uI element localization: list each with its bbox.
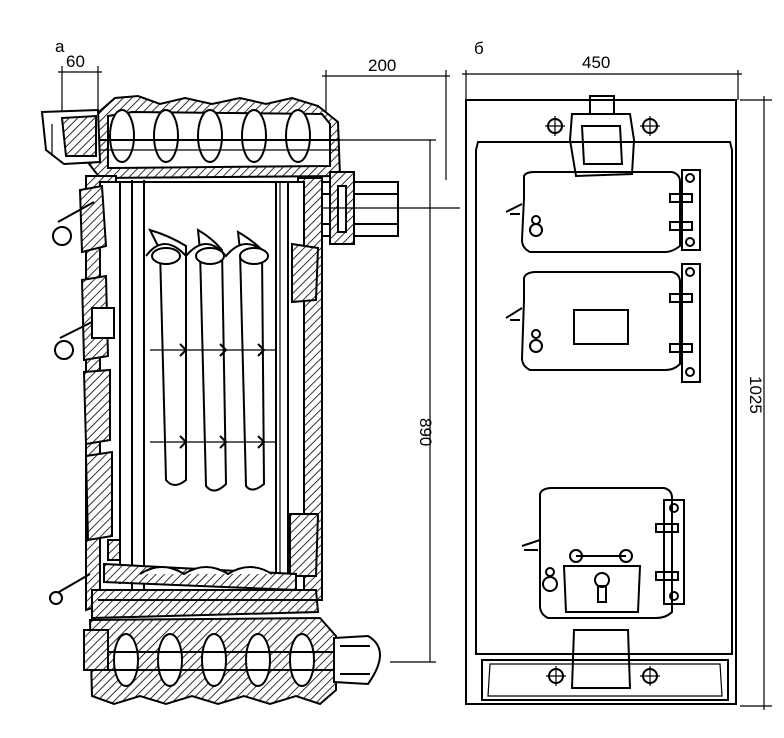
dimension-890: 890 [332, 139, 436, 663]
dim-890-label: 890 [416, 418, 435, 446]
draft-damper [562, 565, 642, 613]
front-inner-panel [475, 141, 733, 655]
dim-450-label: 450 [582, 53, 610, 72]
view-b-front: б 450 1025 [462, 39, 772, 710]
dim-200-label: 200 [368, 56, 396, 75]
lower-door-hinge [655, 499, 685, 605]
upper-door-hinge [669, 169, 701, 251]
view-a-section: а 60 200 890 [40, 37, 460, 706]
left-bolts [49, 201, 115, 605]
inner-tubes [107, 180, 289, 590]
middle-door[interactable] [505, 263, 701, 383]
view-b-label: б [474, 39, 484, 58]
dimension-450: 450 [462, 53, 742, 100]
dimension-1025: 1025 [740, 96, 772, 710]
view-a-label: а [55, 37, 65, 56]
middle-door-hinge [669, 263, 701, 383]
bottom-grate [91, 562, 320, 620]
dim-1025-label: 1025 [746, 376, 765, 414]
front-base [481, 659, 729, 701]
flow-arrows [150, 343, 276, 449]
top-outlet [545, 95, 660, 178]
dim-60-label: 60 [66, 52, 85, 71]
top-header [40, 94, 342, 180]
bottom-tube-loops [113, 633, 315, 687]
front-outer-frame [465, 99, 737, 705]
upper-door[interactable] [505, 169, 701, 253]
top-tube-loops [109, 109, 311, 163]
bottom-inlet [546, 629, 660, 689]
dimension-200: 200 [322, 56, 450, 180]
middle-door-window [573, 309, 629, 345]
lower-door[interactable] [521, 487, 685, 619]
dimension-60: 60 [58, 52, 102, 112]
bottom-header [83, 616, 381, 706]
